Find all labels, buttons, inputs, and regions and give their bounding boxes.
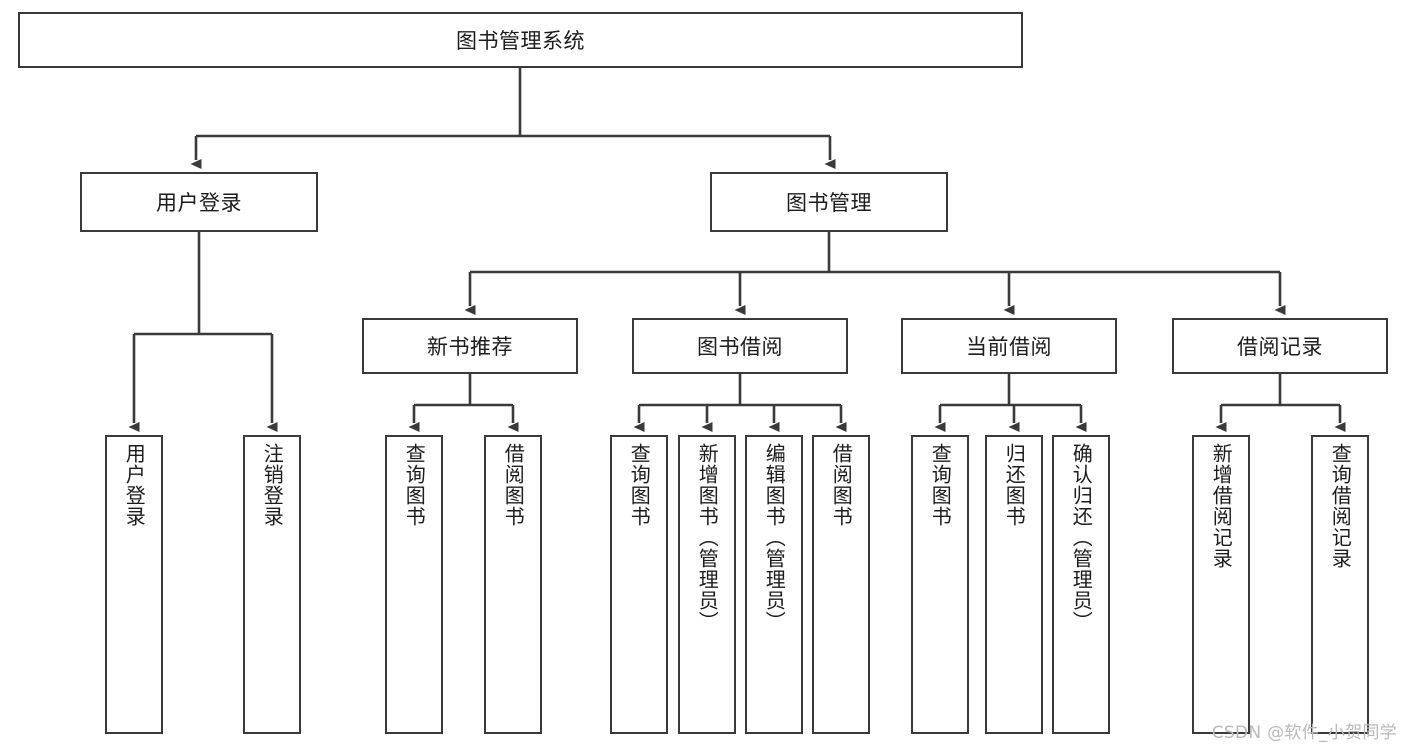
leaf-edit-book-admin[interactable]: 编辑图书（管理员） bbox=[745, 435, 803, 734]
leaf-query-book-current[interactable]: 查询图书 bbox=[911, 435, 969, 734]
leaf-add-book-admin[interactable]: 新增图书（管理员） bbox=[678, 435, 736, 734]
leaf-add-borrow-record[interactable]: 新增借阅记录 bbox=[1192, 435, 1250, 734]
leaf-label: 查询借阅记录 bbox=[1328, 443, 1353, 569]
leaf-return-book[interactable]: 归还图书 bbox=[985, 435, 1043, 734]
node-book-borrow-label: 图书借阅 bbox=[697, 335, 783, 359]
leaf-logout[interactable]: 注销登录 bbox=[243, 435, 301, 734]
leaf-label: 查询图书 bbox=[928, 443, 953, 527]
node-borrow-records-label: 借阅记录 bbox=[1237, 335, 1323, 359]
node-current-borrow[interactable]: 当前借阅 bbox=[901, 318, 1117, 374]
watermark: CSDN @软件_小贺同学 bbox=[1211, 723, 1397, 743]
node-new-book-recommend-label: 新书推荐 bbox=[427, 335, 513, 359]
leaf-label: 注销登录 bbox=[260, 443, 285, 527]
node-book-management[interactable]: 图书管理 bbox=[710, 172, 948, 232]
leaf-label: 新增借阅记录 bbox=[1209, 443, 1234, 569]
leaf-label: 查询图书 bbox=[627, 443, 652, 527]
leaf-query-book-recommend[interactable]: 查询图书 bbox=[385, 435, 443, 734]
leaf-confirm-return-admin[interactable]: 确认归还（管理员） bbox=[1052, 435, 1110, 734]
leaf-label: 查询图书 bbox=[402, 443, 427, 527]
leaf-label: 归还图书 bbox=[1002, 443, 1027, 527]
leaf-query-book-borrow[interactable]: 查询图书 bbox=[610, 435, 668, 734]
leaf-label: 编辑图书（管理员） bbox=[762, 443, 787, 632]
leaf-label: 借阅图书 bbox=[829, 443, 854, 527]
leaf-user-login[interactable]: 用户登录 bbox=[105, 435, 163, 734]
node-borrow-records[interactable]: 借阅记录 bbox=[1172, 318, 1388, 374]
leaf-label: 借阅图书 bbox=[501, 443, 526, 527]
node-book-management-label: 图书管理 bbox=[786, 191, 872, 215]
node-root-label: 图书管理系统 bbox=[456, 29, 585, 53]
leaf-label: 用户登录 bbox=[122, 443, 147, 527]
node-book-borrow[interactable]: 图书借阅 bbox=[632, 318, 848, 374]
leaf-query-borrow-record[interactable]: 查询借阅记录 bbox=[1311, 435, 1369, 734]
leaf-label: 新增图书（管理员） bbox=[695, 443, 720, 632]
leaf-borrow-book[interactable]: 借阅图书 bbox=[812, 435, 870, 734]
node-user-login-label: 用户登录 bbox=[156, 191, 242, 215]
node-root[interactable]: 图书管理系统 bbox=[18, 12, 1023, 68]
leaf-label: 确认归还（管理员） bbox=[1069, 443, 1094, 632]
node-new-book-recommend[interactable]: 新书推荐 bbox=[362, 318, 578, 374]
node-user-login[interactable]: 用户登录 bbox=[80, 172, 318, 232]
leaf-borrow-book-recommend[interactable]: 借阅图书 bbox=[484, 435, 542, 734]
node-current-borrow-label: 当前借阅 bbox=[966, 335, 1052, 359]
